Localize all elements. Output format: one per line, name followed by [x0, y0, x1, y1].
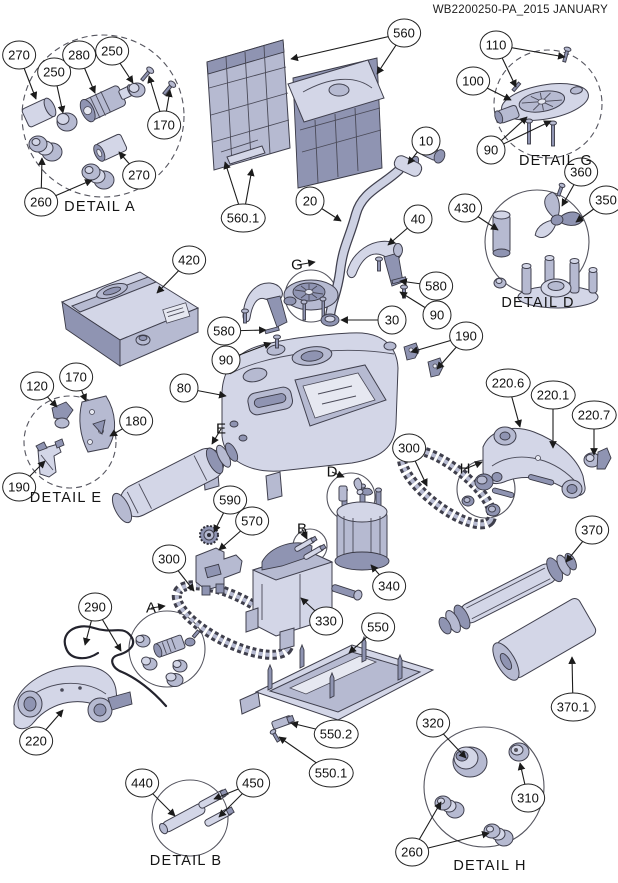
leader-line	[290, 32, 405, 62]
part-side-panel-right	[482, 426, 586, 499]
leader-line	[432, 722, 467, 759]
leader-line	[507, 382, 522, 428]
inset-d-parts	[338, 477, 374, 502]
leader-line	[517, 762, 529, 799]
detail-circle	[21, 34, 185, 198]
part-handle-right	[346, 240, 404, 287]
detail-d-parts	[492, 182, 584, 258]
part-body	[202, 332, 399, 501]
leader-line	[290, 720, 337, 735]
detail-circle	[151, 779, 229, 857]
leader-line	[36, 385, 58, 408]
part-pump-top	[493, 255, 599, 309]
parts-layer	[13, 39, 612, 847]
leader-line	[168, 558, 195, 592]
part-foam-roller	[492, 598, 597, 681]
leader-line	[218, 520, 253, 551]
leader-line	[223, 326, 267, 335]
leader-line	[156, 259, 190, 294]
leader-line	[568, 656, 576, 708]
part-bottom-plate	[239, 635, 435, 721]
leader-line	[575, 199, 607, 223]
leader-line	[331, 470, 345, 478]
part-bracket	[195, 547, 243, 596]
part-brush-roller-left	[111, 442, 239, 524]
part-plate-clip	[271, 714, 295, 730]
leader-line	[211, 428, 222, 445]
leader-line	[410, 335, 467, 354]
inset-b-pins	[294, 535, 327, 560]
part-small-gear	[199, 525, 219, 545]
leader-line	[565, 529, 593, 563]
leader-line	[296, 259, 316, 267]
leader-line	[495, 44, 566, 60]
leader-line	[75, 376, 87, 402]
detail-h-parts	[434, 742, 530, 847]
inset-h-parts	[461, 472, 503, 517]
leader-line	[118, 151, 140, 176]
part-plate-screw	[269, 729, 281, 743]
part-float-hose	[325, 155, 420, 321]
leader-line	[472, 80, 512, 101]
leader-line	[223, 161, 244, 219]
detail-e-parts	[35, 395, 115, 478]
inset-a-parts	[135, 629, 201, 687]
leader-line	[399, 291, 438, 316]
leader-line	[147, 75, 165, 126]
part-hose-nut	[320, 313, 340, 327]
part-impeller-cover	[283, 279, 339, 321]
leader-line	[490, 116, 528, 151]
leader-line	[37, 157, 46, 203]
part-top-lid	[60, 271, 200, 367]
part-filter-screen	[206, 39, 291, 171]
leader-line	[411, 801, 442, 853]
leader-line	[242, 168, 255, 219]
leader-line	[490, 120, 552, 151]
leader-line	[218, 782, 254, 818]
leader-line	[150, 603, 166, 611]
leader-line	[111, 50, 134, 84]
part-axle-roller	[583, 447, 612, 470]
leader-line	[141, 782, 176, 817]
detail-a-parts	[21, 66, 177, 190]
leader-line	[561, 171, 582, 207]
leader-line	[300, 528, 308, 540]
part-side-panel-left	[13, 665, 133, 730]
leader-line	[40, 179, 93, 203]
leader-line	[213, 499, 231, 533]
leader-line	[436, 335, 467, 370]
leader-line	[53, 71, 66, 114]
leader-line	[18, 54, 38, 100]
leader-line	[464, 461, 483, 470]
leader-line	[183, 387, 227, 399]
part-track-right	[396, 444, 498, 530]
part-handle-left	[242, 282, 288, 328]
leader-line	[411, 830, 490, 853]
leader-line	[387, 218, 419, 246]
detail-circle	[23, 395, 117, 489]
detail-circle	[493, 49, 603, 159]
leader-line	[309, 200, 342, 222]
part-filter-housing	[287, 57, 385, 189]
leader-line	[78, 54, 96, 94]
leader-line	[376, 32, 405, 75]
detail-g-parts	[494, 46, 589, 147]
leader-line	[278, 736, 332, 774]
